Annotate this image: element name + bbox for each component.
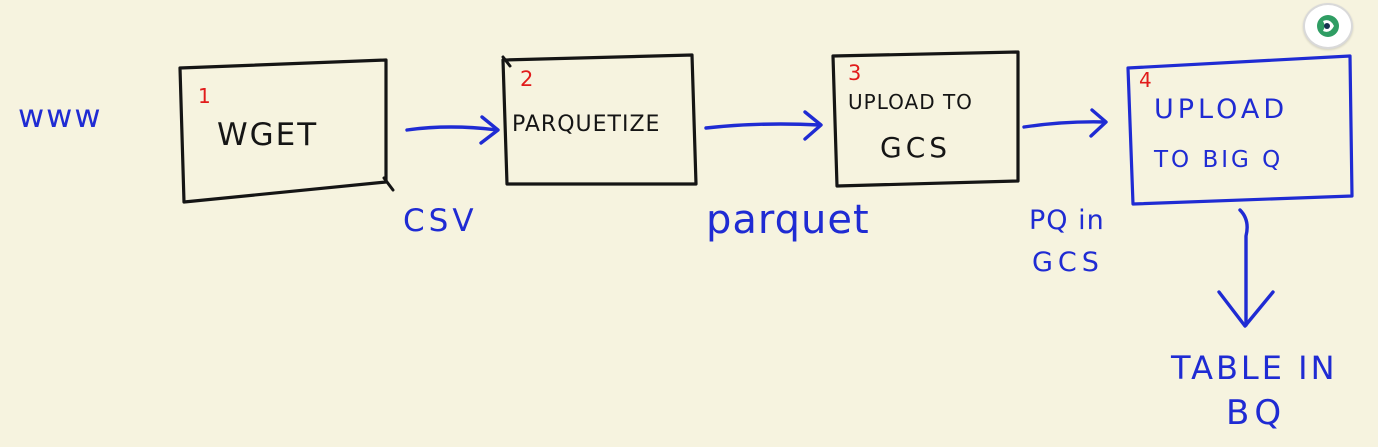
step-3-label-line-1: UPLOAD TO: [848, 90, 973, 114]
step-1-number: 1: [198, 84, 211, 108]
edge-label-csv: CSV: [403, 203, 478, 239]
step-4-label-line-2: TO BIG Q: [1153, 147, 1283, 173]
corner-badge-icon[interactable]: [1303, 3, 1353, 49]
edge-label-pq-in-gcs-line-2: GCS: [1032, 247, 1104, 278]
arrow-1-to-2: [405, 115, 500, 145]
edge-label-parquet: parquet: [706, 197, 870, 243]
source-label-www: www: [18, 97, 103, 135]
arrow-2-to-3: [704, 110, 823, 141]
leaf-badge-icon: [1317, 15, 1339, 37]
step-2-label: PARQUETIZE: [512, 112, 660, 137]
step-3-number: 3: [848, 61, 861, 85]
step-1-box: 1 WGET: [178, 58, 395, 204]
edge-label-pq-in-gcs-line-1: PQ in: [1029, 205, 1105, 236]
step-3-label-line-2: GCS: [880, 131, 951, 164]
step-4-label-line-1: UPLOAD: [1154, 94, 1288, 125]
output-label-line-1: TABLE IN: [1170, 349, 1338, 387]
arrow-3-to-4: [1022, 108, 1108, 138]
step-2-number: 2: [520, 67, 533, 91]
step-4-number: 4: [1139, 68, 1152, 92]
step-3-box: 3 UPLOAD TO GCS: [831, 50, 1020, 188]
arrow-4-to-output: [1217, 208, 1275, 328]
step-2-box: 2 PARQUETIZE: [501, 53, 698, 186]
step-4-box: 4 UPLOAD TO BIG Q: [1126, 54, 1354, 206]
step-1-label: WGET: [217, 117, 318, 153]
output-label-line-2: BQ: [1226, 393, 1286, 433]
